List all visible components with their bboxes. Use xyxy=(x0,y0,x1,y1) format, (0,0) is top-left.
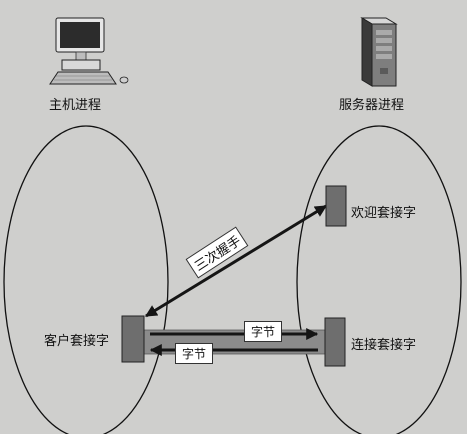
server-process-oval xyxy=(296,125,462,434)
connection-socket-label: 连接套接字 xyxy=(351,338,417,353)
connection-socket xyxy=(324,317,346,367)
host-process-label: 主机进程 xyxy=(49,98,102,113)
welcome-socket xyxy=(325,185,347,227)
welcome-socket-label: 欢迎套接字 xyxy=(351,206,417,221)
handshake-arrow xyxy=(144,204,328,318)
client-socket xyxy=(121,315,145,363)
server-process-label: 服务器进程 xyxy=(339,98,405,113)
client-socket-label: 客户套接字 xyxy=(44,334,110,349)
bytes-label-forward: 字节 xyxy=(244,321,283,342)
desktop-computer-icon xyxy=(49,17,129,85)
server-tower-icon xyxy=(360,17,398,87)
bytes-label-back: 字节 xyxy=(175,343,214,364)
host-process-oval xyxy=(3,125,169,434)
